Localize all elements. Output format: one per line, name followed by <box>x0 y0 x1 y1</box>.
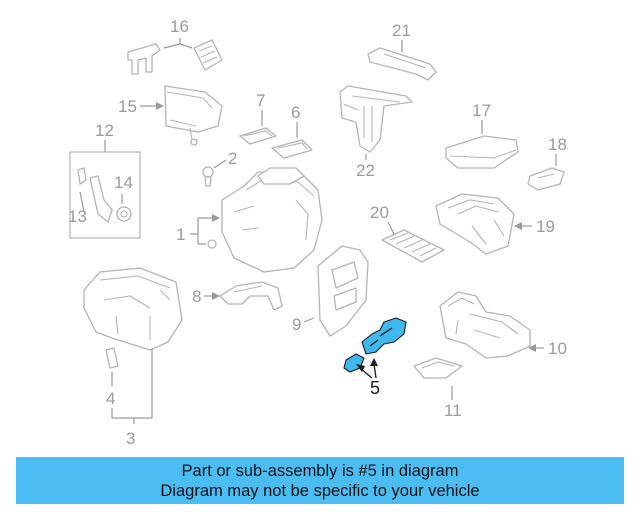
callout-7: 7 <box>256 91 265 110</box>
part-1: 1 <box>176 167 323 273</box>
part-6: 6 <box>271 103 313 159</box>
part-20: 20 <box>370 203 445 263</box>
part-4: 4 <box>105 347 119 408</box>
callout-14: 14 <box>114 173 133 192</box>
callout-3: 3 <box>126 429 135 448</box>
part-10: 10 <box>439 291 567 359</box>
part-22: 22 <box>339 85 413 180</box>
part-2: 2 <box>202 149 237 187</box>
part-5-highlighted: 5 <box>343 317 407 398</box>
callout-16: 16 <box>170 17 189 36</box>
callout-5: 5 <box>370 378 380 398</box>
callout-4: 4 <box>106 389 115 408</box>
callout-13: 13 <box>68 207 87 226</box>
callout-18: 18 <box>548 135 567 154</box>
part-17: 17 <box>445 101 519 169</box>
callout-8: 8 <box>192 287 201 306</box>
callout-15: 15 <box>118 97 137 116</box>
part-7: 7 <box>239 91 277 145</box>
parts-diagram: 16 15 12 13 14 7 6 <box>68 17 567 448</box>
callout-1: 1 <box>176 225 185 244</box>
callout-11: 11 <box>444 401 462 420</box>
part-21: 21 <box>367 21 437 81</box>
callout-17: 17 <box>472 101 491 120</box>
notice-banner: Part or sub-assembly is #5 in diagram Di… <box>16 457 624 504</box>
part-19: 19 <box>435 193 555 255</box>
callout-22: 22 <box>356 161 375 180</box>
part-11: 11 <box>413 357 463 420</box>
callout-20: 20 <box>370 203 389 222</box>
callout-12: 12 <box>95 121 114 140</box>
part-15: 15 <box>118 85 223 146</box>
callout-6: 6 <box>291 103 300 122</box>
part-9: 9 <box>292 245 369 337</box>
part-12-group: 12 13 14 <box>68 121 141 239</box>
callout-10: 10 <box>548 339 567 358</box>
banner-line-2: Diagram may not be specific to your vehi… <box>160 481 480 500</box>
part-18: 18 <box>527 135 567 191</box>
part-8: 8 <box>192 281 283 311</box>
callout-19: 19 <box>536 217 555 236</box>
banner-line-1: Part or sub-assembly is #5 in diagram <box>181 461 459 480</box>
part-3: 3 <box>83 267 183 448</box>
callout-21: 21 <box>392 21 411 40</box>
callout-9: 9 <box>292 315 301 334</box>
callout-2: 2 <box>228 149 237 168</box>
part-16: 16 <box>127 17 223 75</box>
